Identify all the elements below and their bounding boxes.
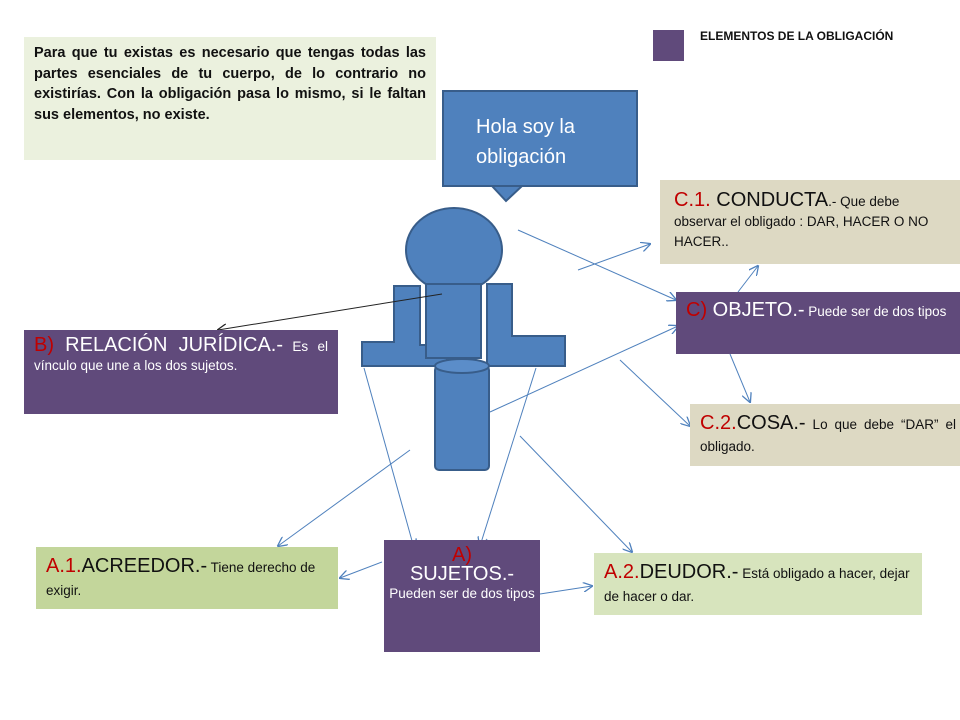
node-title: SUJETOS.- xyxy=(409,563,515,585)
node-code: C.1. xyxy=(674,189,711,211)
arrow-objeto-conducta xyxy=(737,266,758,293)
node-code: C.2. xyxy=(700,412,737,434)
node-code: A) xyxy=(452,544,472,566)
node-title: CONDUCTA xyxy=(710,189,829,211)
node-code: C) xyxy=(686,299,708,321)
node-title: RELACIÓN JURÍDICA.- xyxy=(54,334,284,356)
node-relacion-juridica: B) RELACIÓN JURÍDICA.- Es el vínculo que… xyxy=(24,330,338,414)
speech-bubble xyxy=(442,90,638,187)
intro-note: Para que tu existas es necesario que ten… xyxy=(24,37,436,160)
arrow-to-cosa xyxy=(619,359,690,426)
arrow-sujetos-deudor xyxy=(539,586,592,595)
node-desc: Puede ser de dos tipos xyxy=(804,304,947,319)
intro-text: Para que tu existas es necesario que ten… xyxy=(34,45,426,123)
node-desc: Pueden ser de dos tipos xyxy=(389,586,535,601)
arrow-to-objeto xyxy=(517,229,676,300)
node-title: DEUDOR.- xyxy=(639,561,739,583)
node-code: A.2. xyxy=(604,561,640,583)
node-title: COSA.- xyxy=(736,412,806,434)
node-desc: Está obligado a hacer, dejar de hacer o … xyxy=(604,566,910,604)
node-conducta: C.1. CONDUCTA.- Que debe observar el obl… xyxy=(660,180,960,264)
node-desc: Lo que debe “DAR” el obligado. xyxy=(700,417,956,454)
node-acreedor: A.1.ACREEDOR.- Tiene derecho de exigir. xyxy=(36,547,338,609)
node-cosa: C.2.COSA.- Lo que debe “DAR” el obligado… xyxy=(690,404,960,466)
arrow-to-conducta xyxy=(577,244,650,271)
bubble-tail xyxy=(489,185,525,203)
legend-label: ELEMENTOS DE LA OBLIGACIÓN xyxy=(700,29,894,43)
person-figure xyxy=(361,207,566,471)
node-title: OBJETO.- xyxy=(707,299,805,321)
node-sujetos: A) SUJETOS.- Pueden ser de dos tipos xyxy=(384,540,540,652)
arrow-figure-objeto xyxy=(489,326,678,413)
arrow-sujetos-acreedor xyxy=(340,561,383,578)
node-title: ACREEDOR.- xyxy=(81,555,208,577)
arrow-objeto-cosa xyxy=(729,353,750,402)
node-deudor: A.2.DEUDOR.- Está obligado a hacer, deja… xyxy=(594,553,922,615)
arrow-to-acreedor xyxy=(278,449,411,546)
arrow-to-sujetos-right xyxy=(480,367,537,546)
node-desc: .- Que debe observar el obligado : DAR, … xyxy=(674,194,929,249)
node-code: B) xyxy=(34,334,54,356)
arrow-to-relacion xyxy=(218,293,443,330)
legend-swatch xyxy=(653,30,684,61)
node-desc: Tiene derecho de exigir. xyxy=(46,560,316,598)
arrow-to-sujetos-left xyxy=(363,367,414,548)
arrow-to-deudor xyxy=(519,435,632,552)
speech-bubble-text: Hola soy la obligación xyxy=(476,116,575,168)
node-objeto: C) OBJETO.- Puede ser de dos tipos xyxy=(676,292,960,354)
node-desc: Es el vínculo que une a los dos sujetos. xyxy=(34,339,328,373)
node-code: A.1. xyxy=(46,555,82,577)
